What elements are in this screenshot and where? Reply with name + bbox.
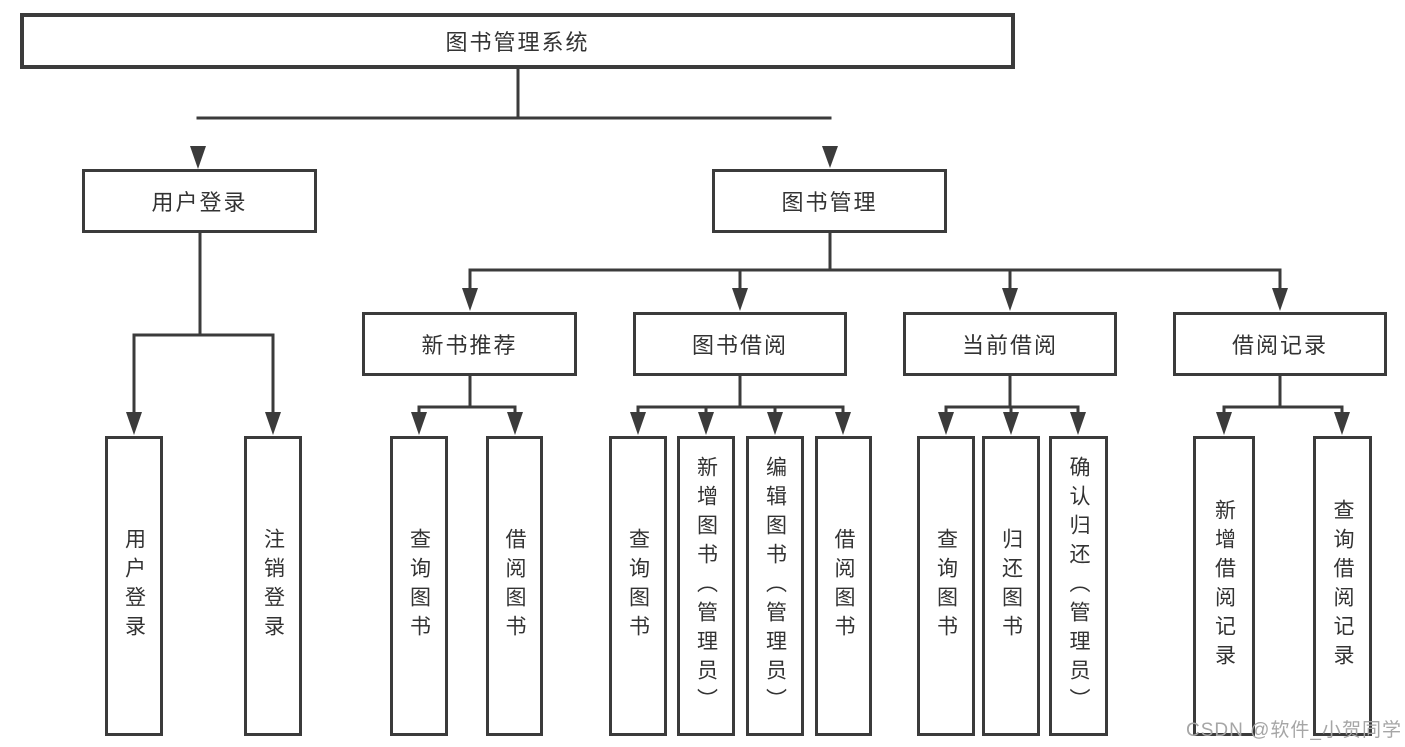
connector-borrow-records-rail — [1222, 372, 1344, 409]
node-current-borrow: 当前借阅 — [903, 312, 1117, 376]
leaf-label: 确认归还（管理员） — [1067, 455, 1090, 717]
leaf-label: 查询图书 — [407, 528, 431, 644]
leaf-edit-book-admin: 编辑图书（管理员） — [746, 436, 804, 736]
node-new-book-recommend: 新书推荐 — [362, 312, 577, 376]
leaf-borrow-books: 借阅图书 — [815, 436, 872, 736]
leaf-query-borrow-record: 查询借阅记录 — [1313, 436, 1372, 736]
node-label: 当前借阅 — [961, 333, 1058, 358]
leaf-label: 新增借阅记录 — [1212, 499, 1236, 673]
leaf-label: 查询图书 — [626, 528, 650, 644]
leaf-add-borrow-record: 新增借阅记录 — [1193, 436, 1255, 736]
node-library-management-system: 图书管理系统 — [20, 13, 1015, 69]
node-borrow-records: 借阅记录 — [1173, 312, 1387, 376]
node-label: 图书管理 — [781, 190, 878, 215]
leaf-label: 编辑图书（管理员） — [763, 455, 787, 717]
node-label: 借阅记录 — [1231, 333, 1328, 358]
leaf-query-books-current: 查询图书 — [917, 436, 975, 736]
connector-user-login-rail — [132, 229, 275, 337]
node-label: 新书推荐 — [421, 333, 518, 358]
leaf-query-books-borrow: 查询图书 — [609, 436, 667, 736]
leaf-query-books-recommend: 查询图书 — [390, 436, 448, 736]
arrowheads — [126, 146, 1350, 435]
leaf-label: 查询图书 — [934, 528, 958, 644]
connector-current-borrow-rail — [944, 370, 1080, 409]
connector-book-borrow-rail — [636, 372, 845, 409]
node-user-login: 用户登录 — [82, 169, 317, 233]
node-label: 图书管理系统 — [445, 30, 590, 55]
leaf-logout: 注销登录 — [244, 436, 302, 736]
leaf-return-book: 归还图书 — [982, 436, 1040, 736]
node-label: 用户登录 — [151, 190, 248, 215]
leaf-label: 借阅图书 — [832, 528, 855, 644]
leaf-borrow-books-recommend: 借阅图书 — [486, 436, 543, 736]
connector-book-management-rail — [468, 229, 1282, 272]
leaf-label: 新增图书（管理员） — [694, 455, 718, 717]
leaf-label: 查询借阅记录 — [1331, 499, 1354, 673]
leaf-label: 借阅图书 — [503, 528, 526, 644]
leaf-label: 注销登录 — [261, 528, 285, 644]
leaf-label: 归还图书 — [999, 528, 1023, 644]
leaf-label: 用户登录 — [122, 528, 146, 644]
csdn-watermark: CSDN @软件_小贺同学 — [1186, 720, 1402, 741]
connector-new-book-rail — [417, 372, 517, 409]
node-book-management: 图书管理 — [712, 169, 947, 233]
node-label: 图书借阅 — [691, 333, 788, 358]
connector-root-rail — [196, 66, 832, 120]
leaf-user-login: 用户登录 — [105, 436, 163, 736]
leaf-add-book-admin: 新增图书（管理员） — [677, 436, 735, 736]
leaf-confirm-return-admin: 确认归还（管理员） — [1049, 436, 1108, 736]
node-book-borrow: 图书借阅 — [633, 312, 847, 376]
